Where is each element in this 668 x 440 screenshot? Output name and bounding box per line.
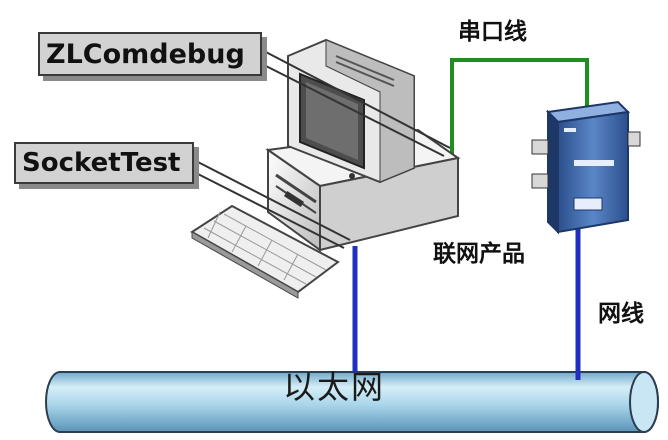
network-cable-label: 网线 (598, 301, 644, 327)
sockettest-pointer (193, 159, 351, 249)
network-product-label: 联网产品 (433, 241, 525, 267)
serial-cable-line (450, 58, 589, 155)
keyboard (190, 204, 340, 299)
zlcomdebug-pointer (261, 49, 451, 157)
network-product-device (531, 100, 641, 235)
sockettest-label: SocketTest (14, 142, 194, 184)
ethernet-pipe (45, 371, 659, 433)
ethernet-label: 以太网 (282, 368, 385, 406)
monitor (287, 38, 415, 184)
serial-cable-label: 串口线 (458, 19, 527, 45)
zlcomdebug-label: ZLComdebug (38, 32, 262, 76)
